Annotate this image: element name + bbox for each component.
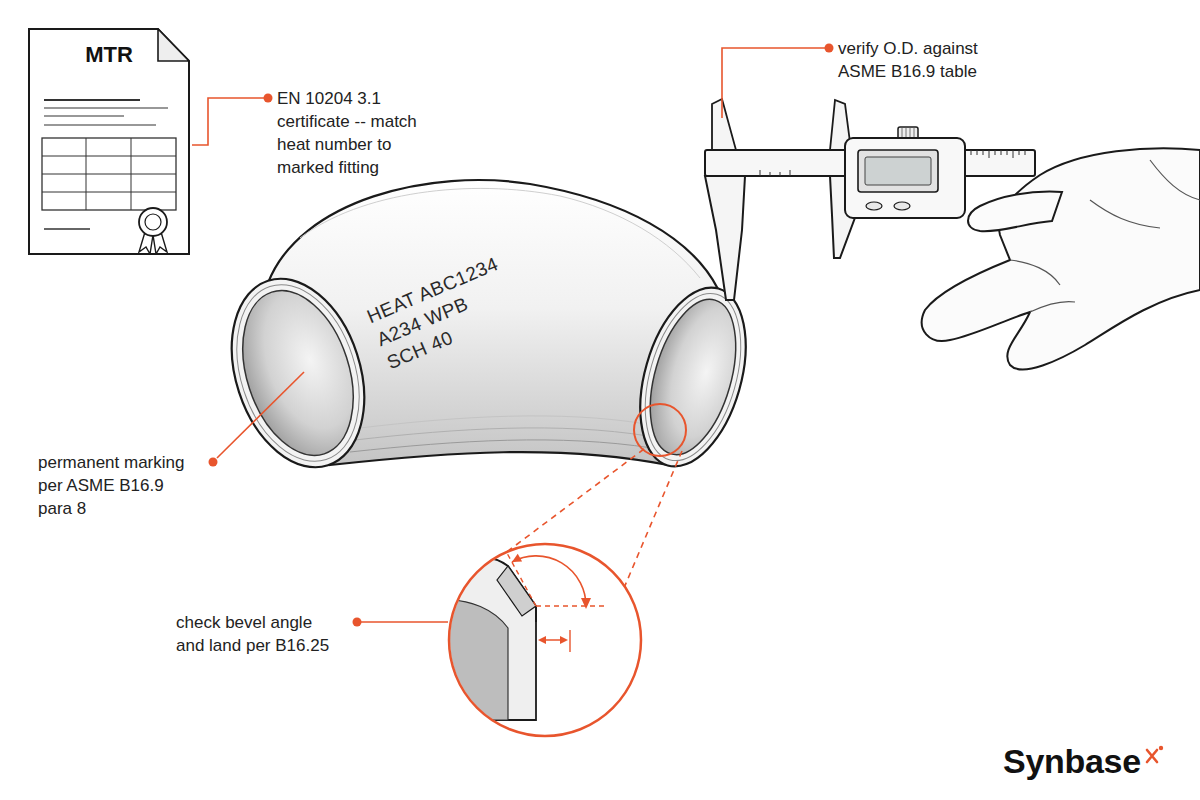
callout-note: permanent marking per ASME B16.9 para 8 bbox=[38, 451, 193, 520]
document-outline bbox=[44, 115, 124, 116]
leader-line bbox=[192, 48, 825, 622]
elbow-fitting bbox=[628, 282, 758, 471]
document-outline bbox=[42, 192, 176, 193]
caliper bbox=[894, 202, 910, 210]
document-outline bbox=[145, 214, 161, 230]
document-outline bbox=[139, 208, 167, 236]
detail-zoom bbox=[497, 566, 536, 616]
leader-line bbox=[217, 372, 304, 458]
leader-line bbox=[361, 621, 448, 623]
callout-note: EN 10204 3.1 certificate -- match heat n… bbox=[277, 87, 427, 179]
elbow-fitting bbox=[622, 275, 765, 478]
detail-zoom bbox=[581, 598, 591, 609]
elbow-fitting bbox=[622, 275, 765, 478]
leader-line bbox=[722, 48, 825, 118]
gloved-hand bbox=[922, 148, 1200, 369]
callout-note: check bevel angle and land per B16.25 bbox=[176, 611, 336, 657]
detail-zoom bbox=[569, 630, 570, 652]
document-outline bbox=[42, 156, 176, 157]
document-outline bbox=[29, 29, 189, 254]
caliper bbox=[712, 99, 736, 150]
elbow-fitting bbox=[360, 416, 646, 428]
elbow-fitting bbox=[560, 196, 700, 278]
detail-zoom bbox=[536, 605, 606, 606]
leader-dot bbox=[209, 44, 834, 627]
document-outline bbox=[44, 124, 156, 125]
caliper bbox=[705, 176, 745, 300]
elbow-fitting bbox=[355, 428, 648, 440]
gloved-hand bbox=[922, 148, 1200, 369]
detail-zoom bbox=[512, 556, 586, 606]
elbow-fitting bbox=[350, 440, 652, 452]
elbow-fitting bbox=[209, 262, 387, 485]
detail-zoom bbox=[634, 404, 686, 456]
elbow-fitting bbox=[209, 262, 387, 485]
document-outline bbox=[86, 138, 87, 210]
leader-dot bbox=[353, 618, 362, 627]
elbow-fitting bbox=[223, 276, 373, 469]
elbow-fitting bbox=[300, 188, 560, 238]
document-outline bbox=[158, 29, 189, 61]
caliper bbox=[858, 150, 938, 192]
document-outline bbox=[42, 138, 176, 210]
document-outline bbox=[42, 174, 176, 175]
detail-zoom bbox=[449, 544, 641, 736]
elbow-fitting bbox=[634, 290, 751, 465]
elbow-fitting bbox=[209, 180, 764, 484]
caliper bbox=[865, 157, 931, 185]
leader-dot bbox=[264, 94, 273, 103]
detail-zoom bbox=[512, 554, 522, 562]
document-outline bbox=[44, 228, 90, 229]
logo-mark bbox=[1147, 750, 1157, 762]
detail-zoom bbox=[440, 404, 686, 736]
document-title: MTR bbox=[28, 28, 190, 68]
gloved-hand bbox=[968, 192, 1062, 232]
certificate-document: MTR bbox=[28, 28, 190, 255]
elbow-fitting bbox=[216, 269, 381, 477]
detail-zoom bbox=[538, 636, 568, 644]
leader-line bbox=[192, 98, 264, 145]
logo-mark bbox=[1159, 746, 1163, 750]
caliper bbox=[866, 202, 882, 210]
document-outline bbox=[131, 138, 132, 210]
document-outline bbox=[44, 99, 140, 101]
caliper bbox=[845, 138, 965, 218]
leader-dot bbox=[209, 458, 218, 467]
logo-mark bbox=[1147, 746, 1163, 762]
document-outline bbox=[44, 107, 168, 108]
leader-dot bbox=[825, 44, 834, 53]
detail-zoom bbox=[502, 544, 536, 606]
callout-note: verify O.D. against ASME B16.9 table bbox=[838, 37, 1003, 83]
brand-logo: Synbase bbox=[1003, 741, 1141, 781]
detail-zoom bbox=[535, 606, 537, 622]
gloved-hand bbox=[1010, 160, 1200, 312]
